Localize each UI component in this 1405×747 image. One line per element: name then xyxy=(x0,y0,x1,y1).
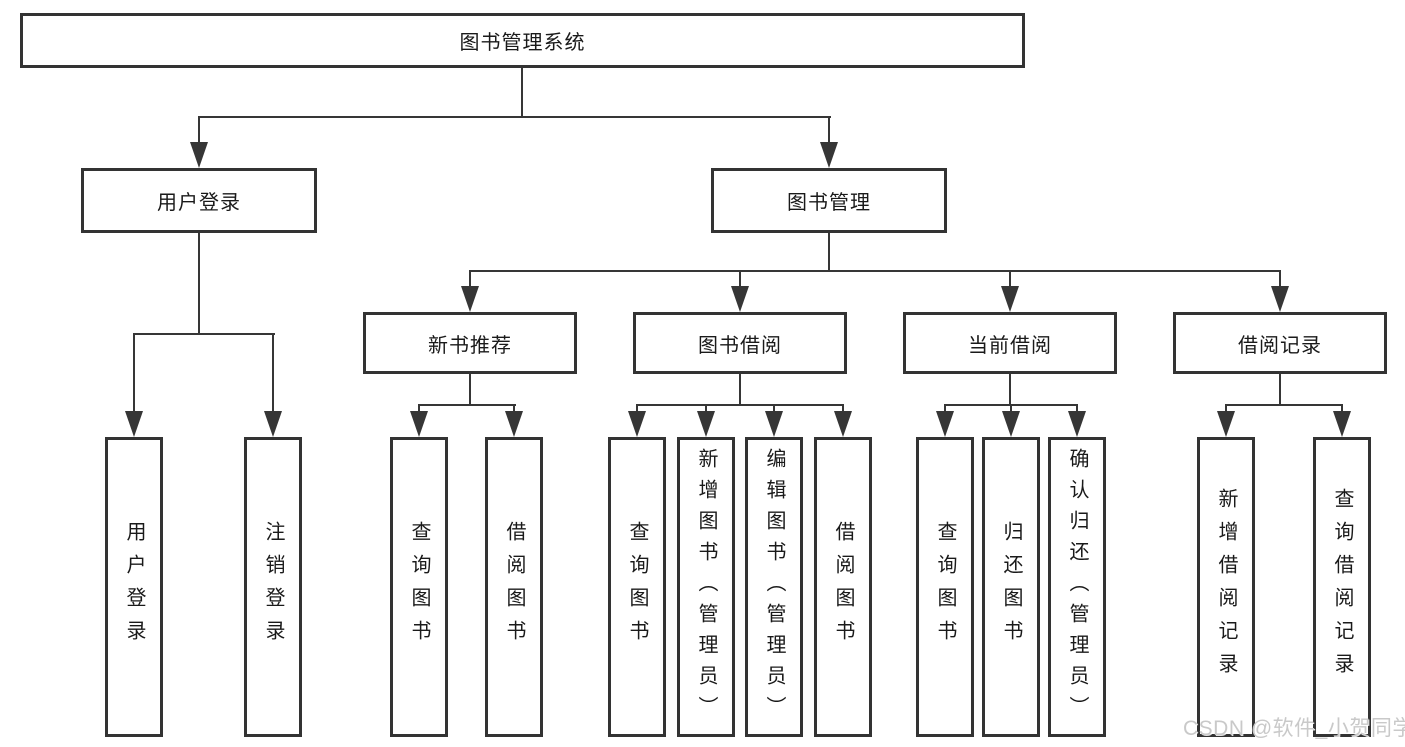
arrowhead-down-icon xyxy=(765,411,783,437)
connector-stub xyxy=(272,333,274,413)
leaf-return-books: 归还图书 xyxy=(982,437,1040,737)
arrowhead-down-icon xyxy=(264,411,282,437)
connector-rail xyxy=(418,404,516,406)
node-user-login: 用户登录 xyxy=(81,168,317,233)
arrowhead-down-icon xyxy=(834,411,852,437)
connector-root-drop xyxy=(521,66,523,118)
node-book-management: 图书管理 xyxy=(711,168,947,233)
leaf-query-books-borrowing: 查询图书 xyxy=(608,437,666,737)
connector-stub xyxy=(828,116,830,144)
arrowhead-down-icon xyxy=(410,411,428,437)
connector-stub xyxy=(1009,270,1011,288)
connector-stub xyxy=(1010,404,1012,414)
connector-rail xyxy=(1225,404,1343,406)
connector-level2-rail xyxy=(198,116,831,118)
connector-user-login-rail xyxy=(133,333,275,335)
leaf-borrow-books-borrowing: 借阅图书 xyxy=(814,437,872,737)
connector-rail xyxy=(636,404,844,406)
arrowhead-down-icon xyxy=(1068,411,1086,437)
connector-stub xyxy=(1279,270,1281,288)
connector-stub xyxy=(198,116,200,144)
connector-stub xyxy=(1076,404,1078,414)
arrowhead-down-icon xyxy=(1333,411,1351,437)
arrowhead-down-icon xyxy=(1002,411,1020,437)
arrowhead-down-icon xyxy=(1271,286,1289,312)
watermark: CSDN @软件_小贺同学 xyxy=(1183,717,1405,740)
leaf-edit-book-admin: 编辑图书（管理员） xyxy=(745,437,803,737)
arrowhead-down-icon xyxy=(628,411,646,437)
connector-drop xyxy=(739,372,741,406)
connector-stub xyxy=(944,404,946,414)
node-root: 图书管理系统 xyxy=(20,13,1025,68)
node-borrowing-records: 借阅记录 xyxy=(1173,312,1387,374)
arrowhead-down-icon xyxy=(936,411,954,437)
arrowhead-down-icon xyxy=(461,286,479,312)
connector-drop xyxy=(1009,372,1011,406)
leaf-query-books-recommend: 查询图书 xyxy=(390,437,448,737)
leaf-borrow-books-recommend: 借阅图书 xyxy=(485,437,543,737)
arrowhead-down-icon xyxy=(1217,411,1235,437)
connector-level3-rail xyxy=(469,270,1281,272)
leaf-query-borrow-record: 查询借阅记录 xyxy=(1313,437,1371,737)
connector-stub xyxy=(1341,404,1343,414)
arrowhead-down-icon xyxy=(820,142,838,168)
connector-drop xyxy=(469,372,471,406)
leaf-logout: 注销登录 xyxy=(244,437,302,737)
leaf-add-book-admin: 新增图书（管理员） xyxy=(677,437,735,737)
arrowhead-down-icon xyxy=(731,286,749,312)
arrowhead-down-icon xyxy=(1001,286,1019,312)
connector-stub xyxy=(705,404,707,414)
connector-stub xyxy=(842,404,844,414)
leaf-user-login: 用户登录 xyxy=(105,437,163,737)
leaf-query-books-current: 查询图书 xyxy=(916,437,974,737)
arrowhead-down-icon xyxy=(697,411,715,437)
node-book-borrowing: 图书借阅 xyxy=(633,312,847,374)
connector-stub xyxy=(133,333,135,413)
connector-stub xyxy=(739,270,741,288)
connector-stub xyxy=(1225,404,1227,414)
arrowhead-down-icon xyxy=(125,411,143,437)
leaf-confirm-return-admin: 确认归还（管理员） xyxy=(1048,437,1106,737)
connector-user-login-drop xyxy=(198,231,200,335)
connector-drop xyxy=(1279,372,1281,406)
arrowhead-down-icon xyxy=(190,142,208,168)
connector-stub xyxy=(418,404,420,414)
node-current-borrowing: 当前借阅 xyxy=(903,312,1117,374)
node-new-book-recommend: 新书推荐 xyxy=(363,312,577,374)
connector-stub xyxy=(513,404,515,414)
arrowhead-down-icon xyxy=(505,411,523,437)
connector-stub xyxy=(469,270,471,288)
connector-book-mgmt-drop xyxy=(828,231,830,272)
connector-stub xyxy=(773,404,775,414)
connector-stub xyxy=(636,404,638,414)
leaf-add-borrow-record: 新增借阅记录 xyxy=(1197,437,1255,737)
